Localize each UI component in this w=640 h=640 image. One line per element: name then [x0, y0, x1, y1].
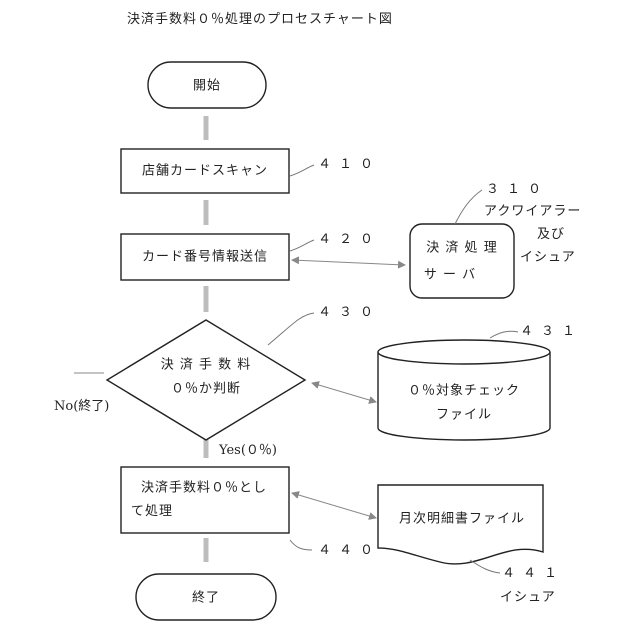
yes-branch-label: Yes(０％)	[219, 444, 277, 457]
leader-310	[455, 190, 482, 224]
issuer-441-label: イシュア	[500, 591, 556, 604]
page-title: 決済手数料０％処理のプロセスチャート図	[127, 13, 393, 26]
check-file-label-1: ０％対象チェック	[408, 385, 520, 398]
ref-441: ４４１	[502, 567, 565, 580]
ref-310: ３１０	[486, 183, 549, 196]
ref-440: ４４０	[318, 544, 381, 557]
issuer-label: イシュア	[520, 251, 576, 264]
server-310-box	[410, 224, 514, 298]
link-440-monthly	[292, 493, 376, 518]
leader-430	[268, 313, 314, 345]
ref-430: ４３０	[318, 306, 381, 319]
start-label: 開始	[193, 80, 221, 93]
decision-430-label-2: ０％か判断	[171, 383, 241, 396]
step-440-box	[121, 467, 289, 533]
check-file-label-2: ファイル	[436, 409, 492, 422]
server-label-2: サ ー バ	[424, 269, 476, 282]
and-label: 及び	[537, 228, 565, 241]
leader-431	[490, 331, 518, 338]
leader-440	[290, 540, 312, 550]
leader-410	[290, 165, 314, 176]
step-410-label: 店舗カードスキャン	[142, 165, 268, 178]
end-label: 終了	[192, 592, 220, 605]
no-branch-label: No(終了)	[54, 400, 109, 413]
server-label-1: 決 済 処 理	[426, 242, 497, 255]
leader-420	[290, 240, 314, 251]
acquirer-label: アクワイアラー	[484, 205, 581, 218]
decision-430-label-1: 決 済 手 数 料	[161, 359, 252, 372]
step-440-label-2: て処理	[131, 505, 173, 518]
step-440-label-1: 決済手数料０％とし	[141, 482, 267, 495]
decision-430-diamond	[107, 320, 305, 440]
ref-420: ４２０	[318, 233, 381, 246]
link-430-checkfile	[312, 383, 376, 402]
step-420-label: カード番号情報送信	[142, 251, 268, 264]
ref-431: ４３１	[520, 325, 583, 338]
monthly-file-label: 月次明細書ファイル	[399, 513, 525, 526]
link-420-server	[292, 260, 405, 265]
ref-410: ４１０	[318, 158, 381, 171]
